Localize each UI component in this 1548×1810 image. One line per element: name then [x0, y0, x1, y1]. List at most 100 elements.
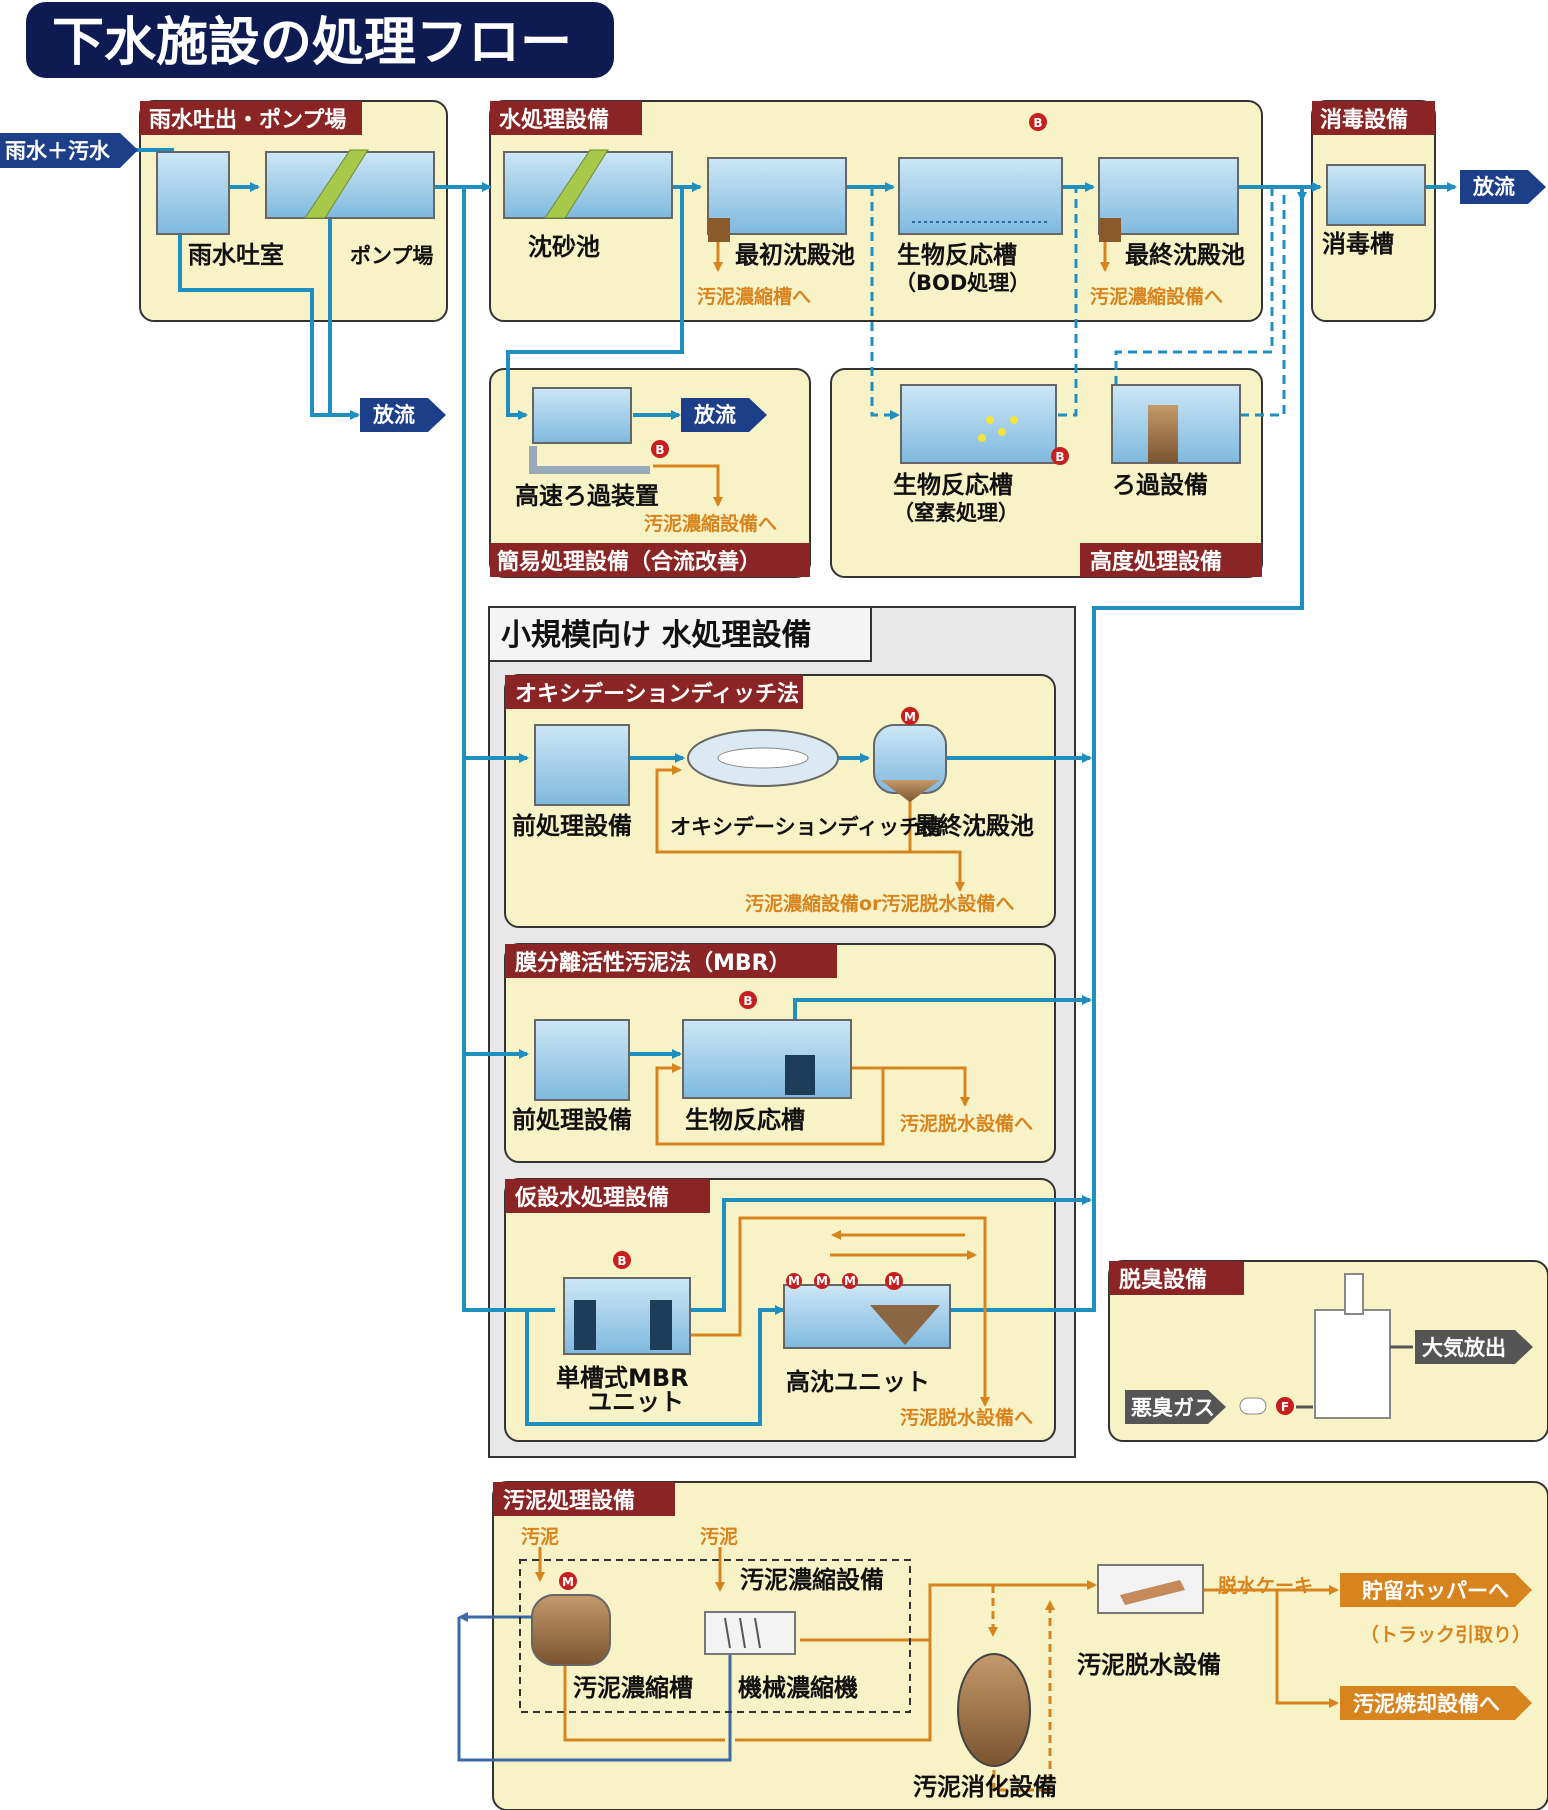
to-thickener-label: 汚泥濃縮槽へ [697, 285, 811, 308]
svg-text:放流: 放流 [693, 403, 736, 427]
bio-reactor-tank [898, 157, 1063, 235]
dewater-eq-label: 汚泥脱水設備 [1077, 1651, 1221, 1679]
disinfect-tank-label: 消毒槽 [1322, 230, 1394, 258]
equipment-illustrations [156, 149, 1426, 1767]
svg-text:汚泥焼却設備へ: 汚泥焼却設備へ [1353, 1692, 1500, 1716]
final-label: 最終沈殿池 [1125, 241, 1245, 269]
page-title: 下水施設の処理フロー [52, 13, 572, 73]
oxidation-ditch-tank [687, 729, 839, 787]
to-thickening-label: 汚泥濃縮設備へ [1090, 285, 1223, 308]
section-header-rain: 雨水吐出・ポンプ場 [140, 101, 362, 135]
advanced-dashed-lines [870, 187, 1286, 420]
mbr-pretreatment-tank [534, 1019, 630, 1101]
hopper-sub-label: （トラック引取り） [1360, 1623, 1531, 1646]
svg-text:B: B [1055, 450, 1064, 464]
high-sedimentation-unit [783, 1284, 951, 1349]
svg-text:M: M [888, 1274, 900, 1288]
sludge-lines [535, 234, 1339, 1742]
disinfection-tank [1326, 164, 1426, 226]
svg-text:水処理設備: 水処理設備 [499, 107, 609, 133]
discharge-tag-rain: 放流 [360, 398, 446, 432]
thickener-tank-label: 汚泥濃縮槽 [573, 1674, 693, 1702]
pump-label: ポンプ場 [350, 244, 433, 268]
mbr-pre-label: 前処理設備 [512, 1106, 632, 1134]
svg-text:脱臭設備: 脱臭設備 [1119, 1267, 1207, 1293]
motor-badge: M [885, 1272, 903, 1290]
sludge-label-1: 汚泥 [521, 1526, 559, 1548]
mbr-bio-label: 生物反応槽 [685, 1106, 805, 1134]
grit-chamber-tank [503, 149, 673, 219]
svg-text:簡易処理設備（合流改善）: 簡易処理設備（合流改善） [497, 549, 761, 575]
svg-text:B: B [655, 443, 664, 457]
section-header-mbr: 膜分離活性汚泥法（MBR） [505, 944, 837, 978]
section-header-disinfect: 消毒設備 [1312, 101, 1435, 135]
rain-chamber-label: 雨水吐室 [188, 241, 284, 269]
filter-tank [1111, 384, 1241, 464]
sludge-dewatering-machine [1097, 1564, 1204, 1614]
thickening-eq-label: 汚泥濃縮設備 [740, 1566, 884, 1594]
od-final-clarifier [873, 724, 947, 802]
pump-station-tank [265, 149, 435, 219]
motor-badge: M [786, 1273, 802, 1289]
sludge-digester [957, 1653, 1031, 1767]
motor-badge: M [901, 707, 919, 725]
grit-label: 沈砂池 [528, 233, 600, 261]
title-banner: 下水施設の処理フロー [26, 2, 614, 78]
svg-text:F: F [1281, 1400, 1289, 1414]
labels: 雨水吐室 ポンプ場 沈砂池 最初沈殿池 生物反応槽 （BOD処理） 最終沈殿池 … [188, 230, 1531, 1801]
svg-text:M: M [788, 1274, 800, 1288]
svg-text:貯留ホッパーへ: 貯留ホッパーへ [1362, 1579, 1509, 1603]
section-header-small: 小規模向け 水処理設備 [488, 606, 872, 662]
blower-badge: B [613, 1251, 631, 1269]
svg-text:B: B [743, 994, 752, 1008]
mbr-unit-label-2: ユニット [588, 1388, 684, 1416]
mechanical-thickener-machine [704, 1611, 796, 1655]
svg-text:M: M [904, 710, 916, 724]
hs-unit-label: 高沈ユニット [786, 1368, 930, 1396]
cake-label: 脱水ケーキ [1218, 1574, 1313, 1597]
section-header-advanced: 高度処理設備 [1080, 543, 1262, 577]
svg-text:M: M [562, 1575, 574, 1589]
svg-text:オキシデーションディッチ法: オキシデーションディッチ法 [515, 681, 799, 707]
svg-text:小規模向け 水処理設備: 小規模向け 水処理設備 [501, 618, 811, 653]
return-lines [457, 1612, 732, 1762]
hsf-label: 高速ろ過装置 [515, 482, 659, 510]
blower-badge: B [739, 991, 757, 1009]
thickening-group-label-bg [733, 1561, 909, 1597]
odor-gas-tag: 悪臭ガス [1125, 1390, 1226, 1424]
filter-label: ろ過設備 [1112, 471, 1208, 499]
incineration-tag: 汚泥焼却設備へ [1340, 1686, 1532, 1720]
deodorizer-tower [1239, 1273, 1391, 1419]
mbr-to-dewater-label: 汚泥脱水設備へ [900, 1112, 1033, 1135]
svg-text:M: M [844, 1274, 856, 1288]
sludge-label-2: 汚泥 [700, 1526, 738, 1548]
water-flow-lines [128, 148, 1457, 1426]
mbr-unit-label-1: 単槽式MBR [556, 1364, 689, 1392]
blower-badge: B [651, 440, 669, 458]
od-final-label: 最終沈殿池 [914, 812, 1034, 840]
svg-text:B: B [617, 1254, 626, 1268]
motor-badge: M [559, 1572, 577, 1590]
motor-badge: M [842, 1273, 858, 1289]
hopper-tag: 貯留ホッパーへ [1340, 1573, 1532, 1607]
od-tank-label: オキシデーションディッチ槽 [670, 815, 941, 839]
svg-text:放流: 放流 [1472, 175, 1515, 199]
final-sedimentation-tank [1098, 157, 1239, 242]
svg-text:雨水＋汚水: 雨水＋汚水 [5, 139, 111, 163]
od-pretreatment-tank [534, 724, 630, 806]
blower-badge: B [1029, 113, 1047, 131]
deodor-arrows [1296, 1345, 1413, 1409]
svg-text:B: B [1033, 116, 1042, 130]
digestion-label: 汚泥消化設備 [913, 1773, 1057, 1801]
section-header-water: 水処理設備 [490, 101, 642, 135]
high-speed-filter-unit [529, 387, 650, 474]
bio-label: 生物反応槽 [897, 241, 1017, 269]
hs-to-dewater-label: 汚泥脱水設備へ [900, 1406, 1033, 1429]
blower-badge: B [1051, 447, 1069, 465]
section-header-sludge: 汚泥処理設備 [493, 1482, 675, 1516]
od-to-label: 汚泥濃縮設備or汚泥脱水設備へ [745, 892, 1014, 915]
primary-label: 最初沈殿池 [735, 241, 855, 269]
single-mbr-unit [563, 1277, 691, 1355]
digestion-dashed-lines [988, 1585, 1055, 1792]
